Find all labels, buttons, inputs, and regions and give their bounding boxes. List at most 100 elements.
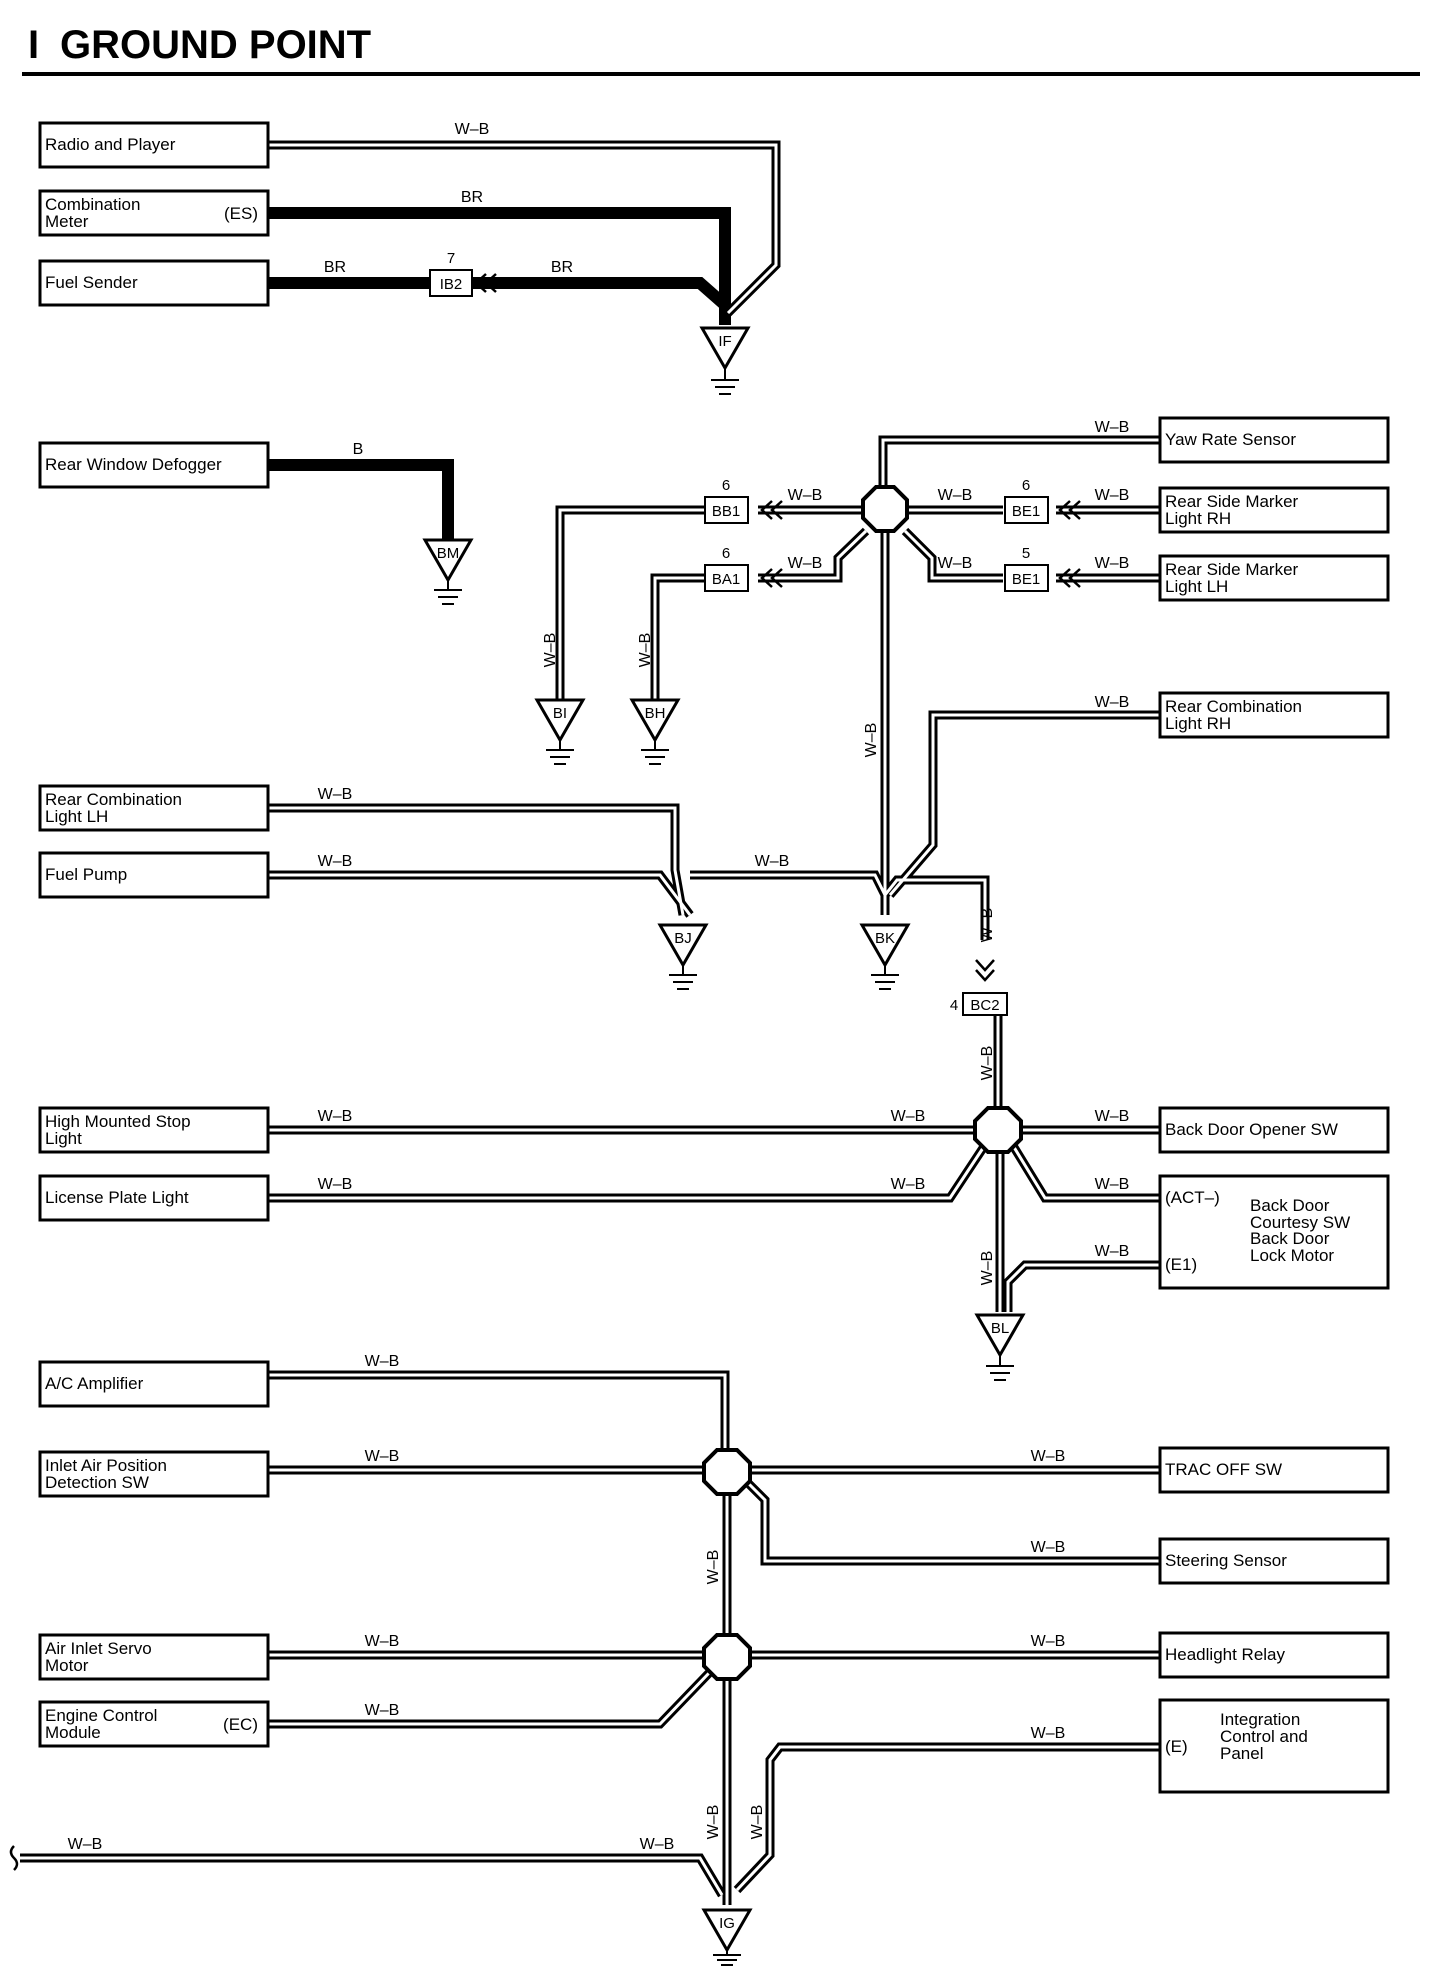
label-back-door-module-2: Courtesy SW xyxy=(1250,1213,1350,1232)
wire-label: W–B xyxy=(979,1046,996,1081)
label-steering-sensor: Steering Sensor xyxy=(1165,1551,1287,1570)
connector-ba1-id: BA1 xyxy=(712,571,740,588)
wire-label: W–B xyxy=(68,1836,103,1853)
wire-label: W–B xyxy=(1031,1448,1066,1465)
ground-bi-icon: BI xyxy=(534,698,586,765)
wire-label: W–B xyxy=(1095,487,1130,504)
junction-engine xyxy=(702,1633,752,1681)
label-high-mounted-stop-1: High Mounted Stop xyxy=(45,1112,191,1131)
ground-bi-label: BI xyxy=(553,705,567,722)
wire-label: W–B xyxy=(705,1550,722,1585)
box-rear-side-marker-lh xyxy=(1158,554,1390,602)
ground-bj-icon: BJ xyxy=(657,923,709,990)
ground-ig-icon: IG xyxy=(701,1908,753,1966)
box-headlight-relay xyxy=(1158,1631,1390,1679)
box-rear-side-marker-rh xyxy=(1158,486,1390,534)
box-high-mounted-stop xyxy=(38,1106,270,1154)
box-fuel-sender xyxy=(38,259,270,307)
box-rear-combination-lh xyxy=(38,784,270,832)
wire-label: W–B xyxy=(637,633,654,668)
wire-label: W–B xyxy=(749,1805,766,1840)
box-fuel-pump xyxy=(38,851,270,899)
wire-label: W–B xyxy=(891,1108,926,1125)
label-air-inlet-servo-2: Motor xyxy=(45,1656,89,1675)
wire-label: W–B xyxy=(365,1633,400,1650)
connector-be1-rh-pin: 6 xyxy=(1022,477,1030,494)
label-combination-meter-2: Meter xyxy=(45,212,89,231)
connector-ib2 xyxy=(429,269,473,297)
ground-bm-icon: BM xyxy=(422,538,474,605)
page-header: I GROUND POINT xyxy=(22,23,1420,76)
wire-labels: W–B BR BR BR B W–B W–B W–B W–B W–B W–B W… xyxy=(68,121,1130,1853)
connector-bc2-id: BC2 xyxy=(970,997,999,1014)
section-letter: I xyxy=(28,23,39,67)
pin-back-door-e1: (E1) xyxy=(1165,1255,1197,1274)
wire-label: W–B xyxy=(318,1176,353,1193)
label-back-door-module-1: Back Door xyxy=(1250,1196,1330,1215)
label-high-mounted-stop-2: Light xyxy=(45,1129,82,1148)
box-integration-panel xyxy=(1158,1698,1390,1794)
ground-bl-label: BL xyxy=(991,1320,1009,1337)
wire-label: BR xyxy=(551,259,573,276)
label-trac-off-sw: TRAC OFF SW xyxy=(1165,1460,1282,1479)
junction-back-door xyxy=(973,1106,1023,1154)
page-title: GROUND POINT xyxy=(60,23,371,67)
box-inlet-air-position xyxy=(38,1450,270,1498)
label-fuel-pump: Fuel Pump xyxy=(45,865,127,884)
wire-label: W–B xyxy=(318,786,353,803)
connector-ib2-id: IB2 xyxy=(440,276,463,293)
ground-if-icon: IF xyxy=(699,326,751,395)
box-engine-control-module xyxy=(38,1700,270,1748)
ground-bj-label: BJ xyxy=(674,930,692,947)
connector-ib2-pin: 7 xyxy=(447,250,455,267)
label-radio-player: Radio and Player xyxy=(45,135,176,154)
connector-bb1-id: BB1 xyxy=(712,503,740,520)
box-back-door-opener-sw xyxy=(1158,1106,1390,1154)
wire-label: W–B xyxy=(1095,694,1130,711)
label-back-door-module-4: Lock Motor xyxy=(1250,1246,1334,1265)
wire-label: W–B xyxy=(979,908,996,943)
wire-label: W–B xyxy=(788,555,823,572)
label-rear-window-defogger: Rear Window Defogger xyxy=(45,455,222,474)
label-ac-amplifier: A/C Amplifier xyxy=(45,1374,144,1393)
box-back-door-module xyxy=(1158,1174,1390,1290)
label-rear-side-marker-rh-1: Rear Side Marker xyxy=(1165,492,1299,511)
junction-ac xyxy=(702,1448,752,1496)
pin-integration-panel: (E) xyxy=(1165,1737,1188,1756)
pin-combination-meter: (ES) xyxy=(224,204,258,223)
wire-label: W–B xyxy=(1031,1539,1066,1556)
box-rear-combination-rh xyxy=(1158,691,1390,739)
wire-label: BR xyxy=(461,189,483,206)
ground-points: IF BM BI BH xyxy=(422,326,1026,1966)
wire-label: W–B xyxy=(755,853,790,870)
wire-label: W–B xyxy=(1095,1108,1130,1125)
label-rear-side-marker-lh-2: Light LH xyxy=(1165,577,1228,596)
component-boxes: Radio and Player Combination Meter (ES) … xyxy=(38,121,1390,1794)
pin-back-door-act: (ACT–) xyxy=(1165,1188,1220,1207)
label-rear-combination-lh-1: Rear Combination xyxy=(45,790,182,809)
wire-label: W–B xyxy=(938,555,973,572)
box-license-plate xyxy=(38,1174,270,1222)
box-air-inlet-servo xyxy=(38,1633,270,1681)
wire-label: B xyxy=(353,441,364,458)
label-air-inlet-servo-1: Air Inlet Servo xyxy=(45,1639,152,1658)
label-engine-control-module-1: Engine Control xyxy=(45,1706,157,1725)
connector-be1-lh xyxy=(1004,564,1049,592)
pin-engine-control-module: (EC) xyxy=(223,1715,258,1734)
ground-bm-label: BM xyxy=(437,545,460,562)
label-fuel-sender: Fuel Sender xyxy=(45,273,138,292)
box-radio-player xyxy=(38,121,270,169)
box-trac-off-sw xyxy=(1158,1446,1390,1494)
wire-label: W–B xyxy=(1031,1725,1066,1742)
box-ac-amplifier xyxy=(38,1360,270,1408)
ground-bh-label: BH xyxy=(645,705,666,722)
wire-cores xyxy=(20,143,1160,1905)
wire-label: W–B xyxy=(1095,1243,1130,1260)
connector-bc2 xyxy=(962,992,1008,1016)
wire-label: W–B xyxy=(938,487,973,504)
label-back-door-module-3: Back Door xyxy=(1250,1229,1330,1248)
wire-label: W–B xyxy=(640,1836,675,1853)
wire-label: W–B xyxy=(979,1251,996,1286)
label-headlight-relay: Headlight Relay xyxy=(1165,1645,1286,1664)
